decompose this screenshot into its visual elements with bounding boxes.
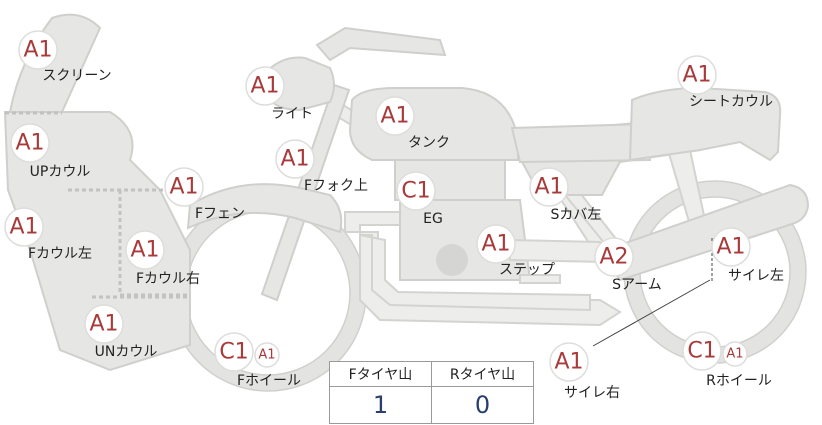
svg-text:A2: A2 (599, 245, 628, 270)
svg-text:A1: A1 (169, 175, 198, 200)
part-label-front-cowl-right: Fカウル右 (136, 271, 200, 287)
grade-marker-tank[interactable]: A1 (375, 96, 415, 136)
tire-tread-table: Fタイヤ山 Rタイヤ山 1 0 (329, 361, 534, 424)
part-label-front-cowl-left: Fカウル左 (28, 246, 92, 262)
part-label-windscreen: スクリーン (42, 68, 111, 84)
svg-text:C1: C1 (219, 340, 248, 365)
svg-text:A1: A1 (682, 63, 711, 88)
grade-marker-windscreen[interactable]: A1 (18, 30, 58, 70)
part-label-swing-arm: Sアーム (612, 277, 662, 293)
rear-tire-tread-value: 0 (431, 386, 534, 424)
part-label-seat-cowl: シートカウル (689, 94, 773, 110)
svg-text:C1: C1 (401, 179, 430, 204)
svg-text:A1: A1 (23, 38, 52, 63)
swing-arm-drawing (598, 183, 810, 282)
part-label-upper-cowl: UPカウル (30, 164, 91, 180)
svg-text:C1: C1 (687, 339, 716, 364)
seat-drawing (510, 86, 782, 164)
grade-marker-front-wheel-secondary[interactable]: A1 (254, 342, 280, 368)
svg-text:A1: A1 (716, 235, 745, 260)
rear-tire-tread-header: Rタイヤ山 (431, 361, 534, 387)
part-label-rear-wheel: Rホイール (706, 373, 772, 389)
svg-text:A1: A1 (534, 175, 563, 200)
grade-marker-front-fender[interactable]: A1 (164, 167, 204, 207)
grade-marker-front-cowl-right[interactable]: A1 (125, 230, 165, 270)
grade-marker-seat-cowl[interactable]: A1 (677, 55, 717, 95)
grade-marker-light[interactable]: A1 (245, 66, 285, 106)
grade-marker-under-cowl[interactable]: A1 (84, 304, 124, 344)
svg-text:A1: A1 (726, 347, 743, 362)
grade-marker-rear-wheel-secondary[interactable]: A1 (722, 341, 748, 367)
grade-marker-front-fork-upper[interactable]: A1 (275, 139, 315, 179)
part-label-tank: タンク (408, 135, 450, 151)
part-label-side-cover-left: Sカバ左 (551, 207, 602, 223)
tire-tread-header-row: Fタイヤ山 Rタイヤ山 (329, 361, 534, 387)
grade-marker-muffler-left[interactable]: A1 (711, 227, 751, 267)
grade-marker-front-wheel[interactable]: C1 (214, 332, 254, 372)
muffler-leader-line (592, 279, 711, 347)
front-fender-drawing (186, 183, 343, 234)
part-label-light: ライト (271, 106, 313, 122)
headlight-drawing (264, 56, 335, 112)
svg-text:A1: A1 (481, 232, 510, 257)
svg-text:A1: A1 (250, 74, 279, 99)
front-tire-tread-header: Fタイヤ山 (329, 361, 432, 387)
svg-text:A1: A1 (554, 350, 583, 375)
grade-marker-swing-arm[interactable]: A2 (594, 237, 634, 277)
svg-text:A1: A1 (258, 348, 275, 363)
part-label-engine: EG (423, 211, 443, 227)
grade-marker-step[interactable]: A1 (476, 224, 516, 264)
grade-marker-rear-wheel[interactable]: C1 (682, 331, 722, 371)
part-label-front-wheel: Fホイール (237, 373, 301, 389)
part-label-muffler-right: サイレ右 (564, 385, 620, 401)
svg-text:A1: A1 (130, 238, 159, 263)
part-label-front-fender: Fフェン (195, 206, 245, 222)
tire-tread-value-row: 1 0 (329, 386, 534, 424)
svg-text:A1: A1 (15, 131, 44, 156)
grade-marker-upper-cowl[interactable]: A1 (10, 123, 50, 163)
svg-text:A1: A1 (280, 147, 309, 172)
part-label-under-cowl: UNカウル (95, 344, 158, 360)
grade-marker-engine[interactable]: C1 (396, 171, 436, 211)
svg-text:A1: A1 (89, 312, 118, 337)
grade-marker-muffler-right[interactable]: A1 (549, 342, 589, 382)
grade-marker-side-cover-left[interactable]: A1 (529, 167, 569, 207)
part-label-front-fork-upper: Fフォク上 (304, 178, 368, 194)
grade-marker-front-cowl-left[interactable]: A1 (4, 207, 44, 247)
front-tire-tread-value: 1 (329, 386, 432, 424)
svg-text:A1: A1 (380, 104, 409, 129)
part-label-muffler-left: サイレ左 (728, 268, 784, 284)
svg-text:A1: A1 (9, 215, 38, 240)
part-label-step: ステップ (499, 262, 555, 278)
